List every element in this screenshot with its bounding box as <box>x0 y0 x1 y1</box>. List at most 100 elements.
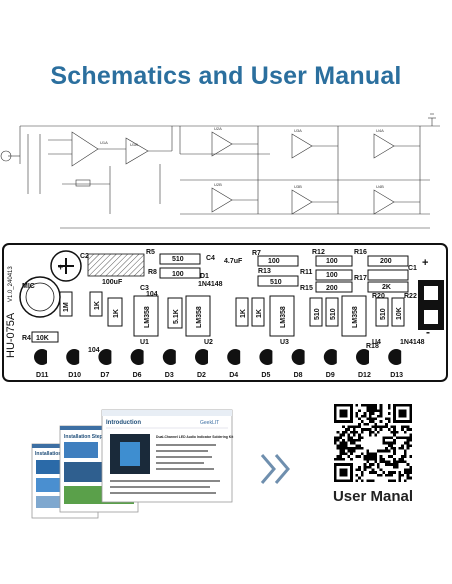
qr-code-icon[interactable] <box>334 404 412 482</box>
svg-text:104: 104 <box>88 347 100 354</box>
svg-text:R12: R12 <box>312 249 325 256</box>
svg-text:200: 200 <box>326 285 338 292</box>
svg-text:1N4148: 1N4148 <box>400 339 425 346</box>
svg-text:R7: R7 <box>252 250 261 257</box>
svg-text:U3A: U3A <box>294 128 302 133</box>
plus-marker: + <box>422 257 428 269</box>
svg-text:1M: 1M <box>63 302 70 312</box>
svg-text:510: 510 <box>330 308 337 320</box>
board-model: HU-075A <box>5 312 17 358</box>
svg-text:LM358: LM358 <box>144 306 151 328</box>
svg-text:R15: R15 <box>300 285 313 292</box>
svg-text:10K: 10K <box>396 307 403 320</box>
led-label: D8 <box>294 372 303 379</box>
svg-text:GeekLIT: GeekLIT <box>200 420 219 426</box>
svg-text:1K: 1K <box>113 309 120 318</box>
svg-text:R13: R13 <box>258 268 271 275</box>
svg-text:R20: R20 <box>372 293 385 300</box>
led-footprint: D5 <box>259 348 277 379</box>
svg-text:100: 100 <box>326 272 338 279</box>
svg-text:R18: R18 <box>366 343 379 350</box>
led-footprint: D2 <box>195 348 212 379</box>
svg-text:100uF: 100uF <box>102 279 123 286</box>
svg-text:U2B: U2B <box>214 182 222 187</box>
svg-text:LM358: LM358 <box>280 306 287 328</box>
led-footprint: D4 <box>227 348 245 379</box>
led-footprint: D10 <box>66 348 84 379</box>
svg-text:Dual-Channel LED Audio Indicat: Dual-Channel LED Audio Indicator Solderi… <box>156 435 234 439</box>
svg-text:Installation Step: Installation Step <box>35 451 74 457</box>
svg-text:D1: D1 <box>200 273 209 280</box>
svg-text:100: 100 <box>172 271 184 278</box>
led-label: D13 <box>390 372 403 379</box>
svg-text:1K: 1K <box>240 309 247 318</box>
svg-text:Introduction: Introduction <box>106 420 141 426</box>
svg-text:C1: C1 <box>408 265 417 272</box>
svg-text:U4B: U4B <box>376 184 384 189</box>
led-label: D11 <box>36 372 49 379</box>
led-footprint: D11 <box>34 348 51 379</box>
svg-text:R5: R5 <box>146 249 155 256</box>
led-label: D3 <box>165 372 174 379</box>
svg-text:U2A: U2A <box>214 126 222 131</box>
svg-text:4.7uF: 4.7uF <box>224 258 243 265</box>
svg-text:Installation Steps: Installation Steps <box>64 434 106 440</box>
led-footprint: D8 <box>291 348 309 379</box>
svg-text:U1B: U1B <box>130 142 138 147</box>
double-chevron-right-icon <box>260 454 290 484</box>
svg-text:R17: R17 <box>354 275 367 282</box>
svg-text:R22: R22 <box>404 293 417 300</box>
svg-text:U4: U4 <box>372 339 381 346</box>
svg-text:100: 100 <box>268 258 280 265</box>
svg-text:10K: 10K <box>36 335 49 342</box>
svg-text:C2: C2 <box>80 253 89 260</box>
svg-text:1N4148: 1N4148 <box>198 281 223 288</box>
svg-text:200: 200 <box>380 258 392 265</box>
svg-text:2K: 2K <box>382 284 391 291</box>
led-label: D4 <box>229 372 238 379</box>
svg-text:1K: 1K <box>256 309 263 318</box>
svg-text:1K: 1K <box>94 301 101 310</box>
led-label: D10 <box>68 372 81 379</box>
led-label: D9 <box>326 372 335 379</box>
svg-text:LM358: LM358 <box>352 306 359 328</box>
led-footprint: D6 <box>130 348 148 379</box>
led-footprint: D13 <box>388 348 406 379</box>
led-label: D2 <box>197 372 206 379</box>
svg-text:R16: R16 <box>354 249 367 256</box>
circuit-schematic: U1A U1B U2A U3A U4A U2B U3B U4B <box>0 113 440 229</box>
svg-text:U3B: U3B <box>294 184 302 189</box>
led-footprint: D12 <box>356 348 373 379</box>
svg-text:LM358: LM358 <box>196 306 203 328</box>
svg-text:100: 100 <box>326 258 338 265</box>
mic-label: MIC <box>22 283 35 290</box>
gekui-logo <box>363 436 383 450</box>
qr-caption: User Manal <box>332 488 414 505</box>
svg-text:U3: U3 <box>280 339 289 346</box>
svg-text:5.1K: 5.1K <box>173 309 180 324</box>
svg-text:510: 510 <box>380 308 387 320</box>
svg-text:U4A: U4A <box>376 128 384 133</box>
svg-text:104: 104 <box>146 291 158 298</box>
led-footprint: D9 <box>323 348 341 379</box>
svg-text:510: 510 <box>314 308 321 320</box>
led-label: D6 <box>133 372 142 379</box>
svg-text:C3: C3 <box>140 285 149 292</box>
svg-text:510: 510 <box>270 279 282 286</box>
board-version: V1.0_240413 <box>8 266 14 302</box>
svg-text:U1: U1 <box>140 339 149 346</box>
svg-text:R8: R8 <box>148 269 157 276</box>
svg-text:510: 510 <box>172 256 184 263</box>
led-footprint: D7 <box>98 348 116 379</box>
page-title: Schematics and User Manual <box>50 62 402 90</box>
led-footprint: D3 <box>162 348 180 379</box>
led-label: D5 <box>261 372 270 379</box>
minus-marker: - <box>426 325 430 339</box>
manual-pages-image: Installation Step Installation Steps Int… <box>31 409 234 519</box>
pcb-board-layout: MIC + C2 100uF R5 510 C4 4.7uF R7 100 R1… <box>2 243 448 382</box>
svg-text:R4: R4 <box>22 335 31 342</box>
svg-text:U2: U2 <box>204 339 213 346</box>
svg-text:U1A: U1A <box>100 140 108 145</box>
svg-text:R11: R11 <box>300 269 313 276</box>
svg-text:C4: C4 <box>206 255 215 262</box>
